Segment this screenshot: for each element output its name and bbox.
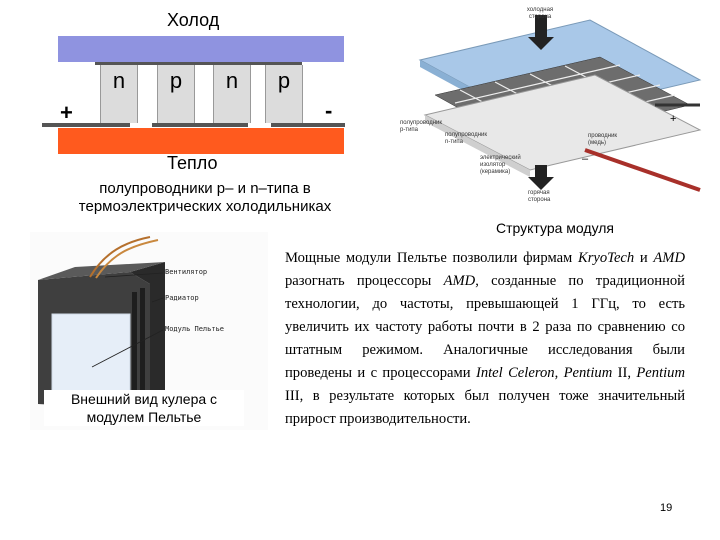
fan-label: Вентилятор xyxy=(165,268,208,276)
text-span: Мощные модули Пельтье позволили фирмам xyxy=(285,250,578,266)
text-span: II, xyxy=(612,365,637,381)
peltier-module-label: Модуль Пельтье xyxy=(165,325,225,333)
minus-sign: - xyxy=(325,98,333,123)
insulator-label: (керамика) xyxy=(480,169,511,175)
cold-connector-bar xyxy=(95,62,302,65)
radiator-label: Радиатор xyxy=(165,294,199,302)
p-leg: p xyxy=(157,65,195,123)
p-leg: p xyxy=(265,65,303,123)
text-span: разогнать процессоры xyxy=(285,273,444,289)
text-span: , xyxy=(554,365,564,381)
processor-name: Pentium xyxy=(563,365,613,381)
n-leg: n xyxy=(213,65,251,123)
schematic-caption-line: полупроводники p– и n–типа в xyxy=(99,180,311,197)
module-structure-drawing xyxy=(418,15,702,192)
processor-name: Intel Celeron xyxy=(475,365,555,381)
text-span: , созданные по традиционной технологии, … xyxy=(285,273,685,381)
cooler-drawing xyxy=(38,236,165,410)
insulator-label: электрический xyxy=(480,155,521,161)
n-type-label: полупроводник xyxy=(445,132,487,138)
text-span: III, в результате которых был получен то… xyxy=(285,388,685,427)
plus-sign: + xyxy=(60,100,73,125)
company-name: AMD xyxy=(653,250,685,266)
conductor-label: (медь) xyxy=(588,140,606,146)
company-name: AMD xyxy=(443,273,476,289)
hot-connector-bar xyxy=(42,123,130,127)
cooler-caption-line: модулем Пельтье xyxy=(86,409,202,425)
cold-plate xyxy=(58,36,344,62)
p-type-label: p-типа xyxy=(400,127,419,133)
hot-connector-bar xyxy=(152,123,248,127)
cooler-caption-line: Внешний вид кулера с xyxy=(70,391,218,407)
schematic-caption: полупроводники p– и n–типа в термоэлектр… xyxy=(40,180,370,216)
module-minus-sign: – xyxy=(582,153,589,165)
insulator-label: изолятор xyxy=(480,162,506,168)
hot-plate xyxy=(58,128,344,154)
cold-label: Холод xyxy=(167,10,220,30)
processor-name: Pentium xyxy=(636,365,686,381)
schematic-caption-line: термоэлектрических холодильниках xyxy=(78,198,332,215)
text-span: и xyxy=(634,250,654,266)
heat-label: Тепло xyxy=(167,153,218,173)
n-type-label: n-типа xyxy=(445,139,464,145)
cold-side-label: сторона xyxy=(528,14,552,20)
company-name: KryoTech xyxy=(577,250,635,266)
body-paragraph: Мощные модули Пельтье позволили фирмам K… xyxy=(285,247,685,431)
p-type-label: полупроводник xyxy=(400,120,442,126)
hot-side-label: сторона xyxy=(528,197,551,203)
conductor-label: проводник xyxy=(588,133,618,139)
module-structure-illustration: холодная сторона полупроводник p-типа по… xyxy=(400,5,710,210)
hot-side-label: горячая xyxy=(528,190,550,196)
module-plus-sign: + xyxy=(670,113,677,125)
cooler-caption: Внешний вид кулера с модулем Пельтье xyxy=(44,390,244,426)
hot-connector-bar xyxy=(271,123,345,127)
n-leg: n xyxy=(100,65,138,123)
module-caption: Структура модуля xyxy=(495,220,615,236)
page-number: 19 xyxy=(660,502,673,514)
cold-side-label: холодная xyxy=(526,7,554,13)
